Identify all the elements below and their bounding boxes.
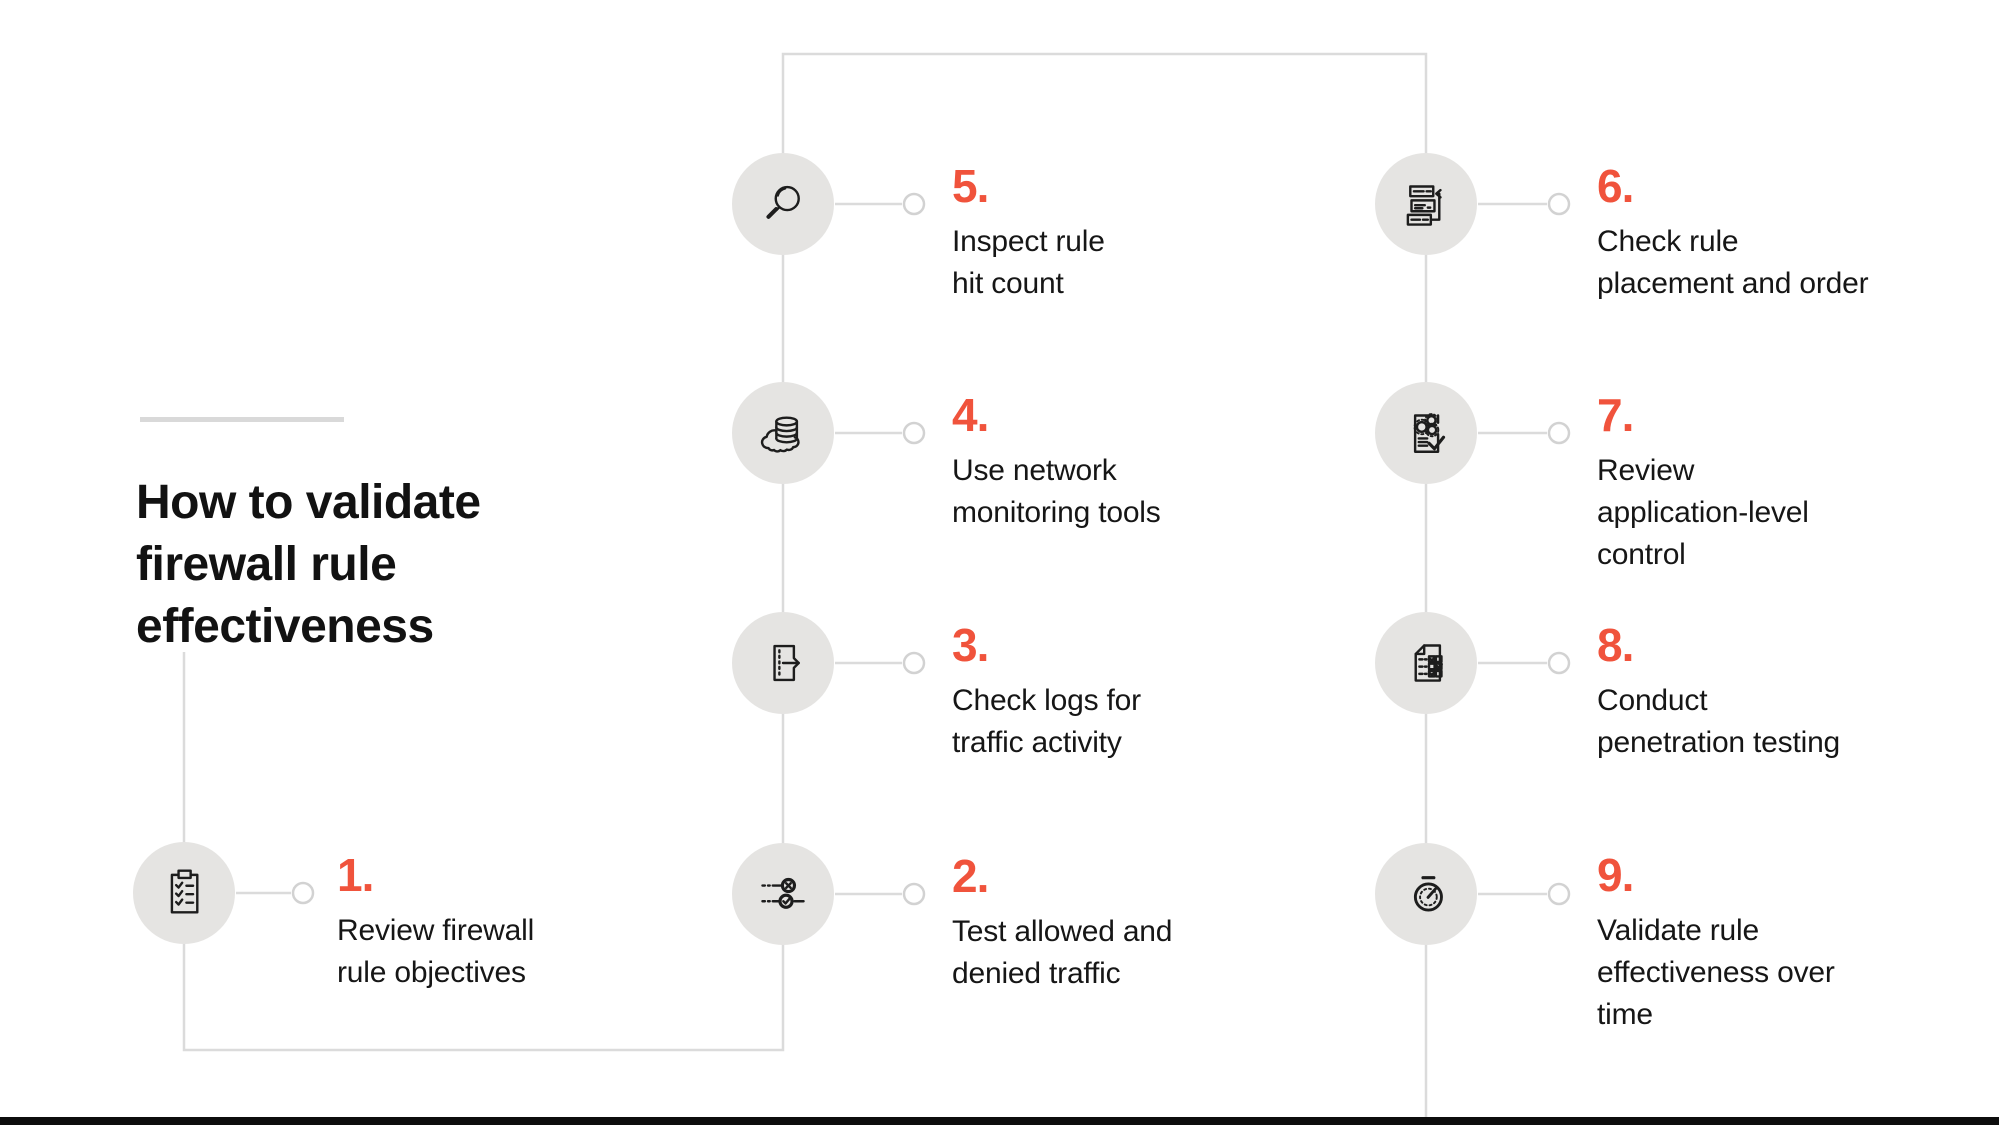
step-8-text: 8. Conduct penetration testing [1597, 622, 1840, 764]
step-4-number: 4. [952, 389, 989, 441]
step-7-circle [1375, 382, 1477, 484]
step-9-label: Validate rule effectiveness over time [1597, 914, 1835, 1031]
step-9-text: 9. Validate rule effectiveness over time [1597, 852, 1835, 1036]
step-1-circle [133, 842, 235, 944]
step-5-circle [732, 153, 834, 255]
step-9-circle [1375, 843, 1477, 945]
step-8-label: Conduct penetration testing [1597, 684, 1841, 759]
step-2-label: Test allowed and denied traffic [952, 915, 1173, 990]
step-4-circle [732, 382, 834, 484]
traffic-allow-deny-icon [761, 877, 805, 909]
step-2-number: 2. [952, 850, 989, 902]
step-4-text: 4. Use network monitoring tools [952, 392, 1161, 534]
step-1-number: 1. [337, 849, 374, 901]
step-3-number: 3. [952, 619, 989, 671]
step-5-number: 5. [952, 160, 989, 212]
step-7-label: Review application-level control [1597, 454, 1809, 571]
step-7-number: 7. [1597, 389, 1634, 441]
step-2-text: 2. Test allowed and denied traffic [952, 853, 1172, 995]
step-5-text: 5. Inspect rule hit count [952, 163, 1105, 305]
step-8-number: 8. [1597, 619, 1634, 671]
log-exit-icon [773, 644, 800, 682]
step-7-text: 7. Review application-level control [1597, 392, 1809, 576]
step-6-label: Check rule placement and order [1597, 225, 1869, 300]
step-4-label: Use network monitoring tools [952, 454, 1161, 529]
magnifier-icon [766, 185, 800, 219]
checklist-document-icon [1414, 644, 1443, 682]
stopwatch-icon [1413, 876, 1443, 912]
title-accent-rule [140, 417, 344, 422]
rule-order-icon [1406, 185, 1442, 226]
step-1-label: Review firewall rule objectives [337, 914, 535, 989]
step-6-text: 6. Check rule placement and order [1597, 160, 1869, 305]
step-node-rings [291, 192, 1571, 906]
step-6-circle [1375, 153, 1477, 255]
cloud-database-icon [760, 416, 800, 453]
step-3-label: Check logs for traffic activity [952, 684, 1141, 759]
document-gears-check-icon [1413, 413, 1446, 453]
step-2-circle [732, 843, 834, 945]
step-6-number: 6. [1597, 160, 1634, 212]
clipboard-checklist-icon [170, 869, 199, 914]
step-9-number: 9. [1597, 849, 1634, 901]
step-5-label: Inspect rule hit count [952, 225, 1105, 300]
step-8-circle [1375, 612, 1477, 714]
step-3-text: 3. Check logs for traffic activity [952, 622, 1141, 764]
step-3-circle [732, 612, 834, 714]
bottom-border-bar [0, 1117, 1999, 1125]
step-1-text: 1. Review firewall rule objectives [337, 852, 534, 994]
page-title: How to validate firewall rule effectiven… [136, 476, 481, 654]
step-stub-lines [236, 202, 1547, 896]
